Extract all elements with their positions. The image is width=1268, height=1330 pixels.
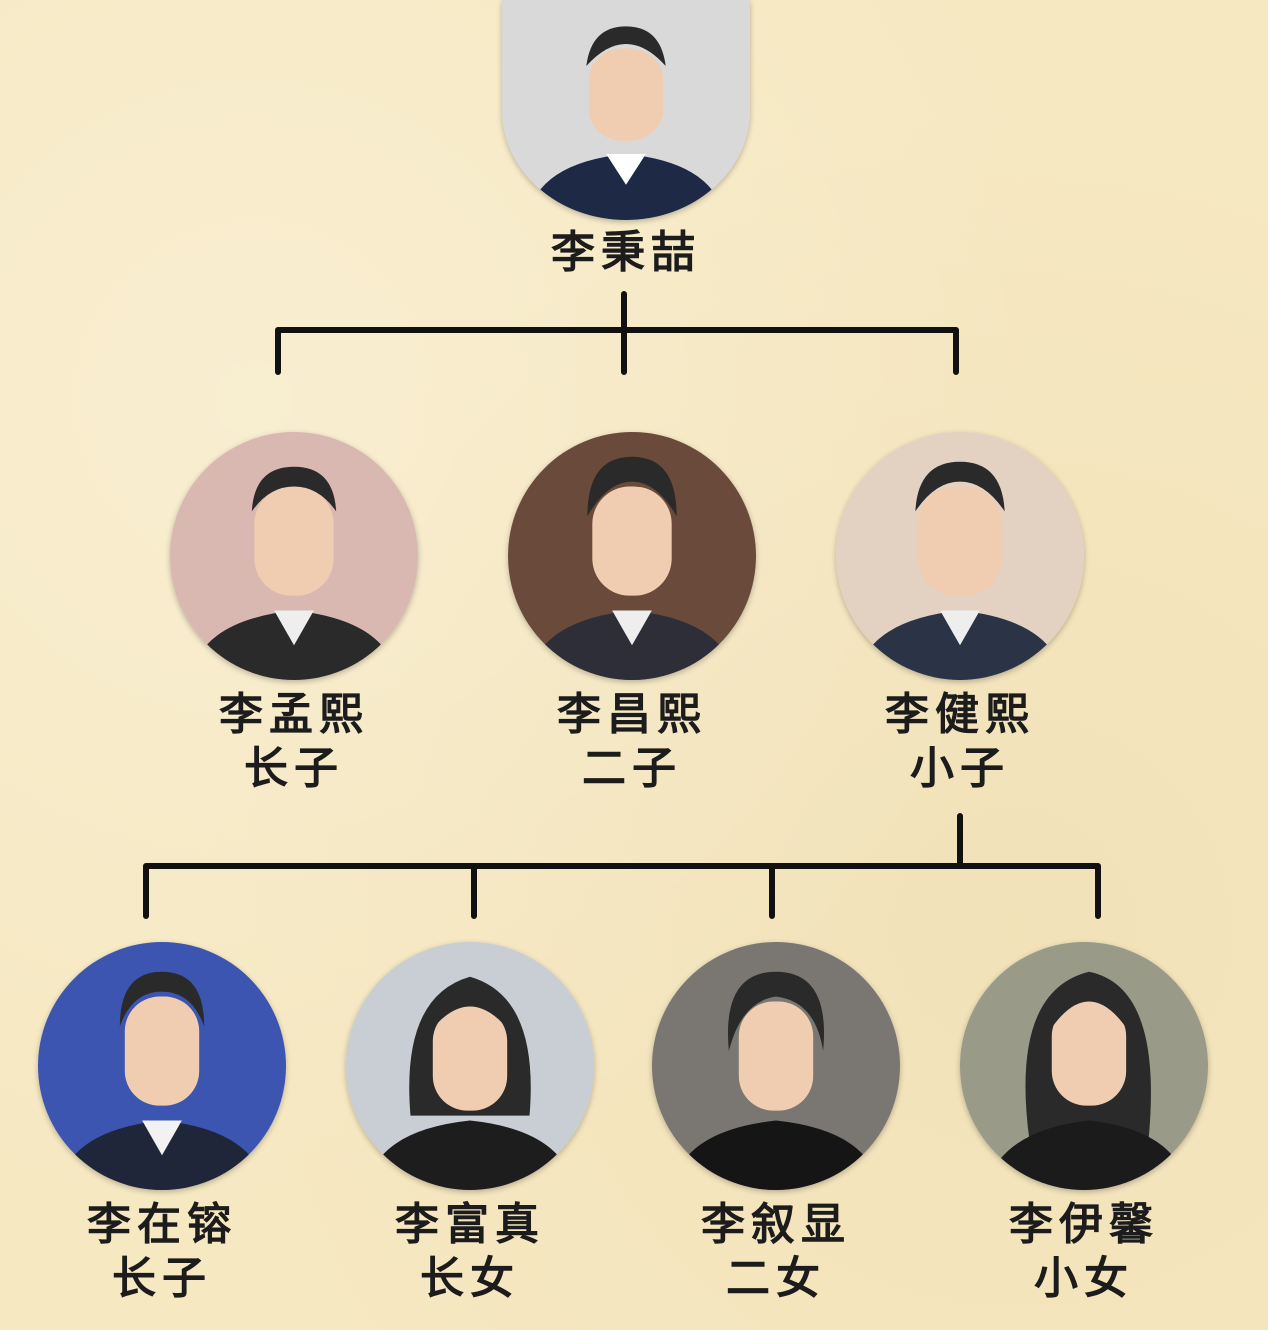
connector-root-to-children bbox=[275, 291, 959, 375]
connector-kunhee-to-grandchildren bbox=[143, 813, 1101, 919]
portrait-child-2 bbox=[508, 432, 756, 680]
person-icon bbox=[508, 432, 756, 680]
name-grandchild-1: 李在镕 bbox=[87, 1199, 237, 1250]
person-icon bbox=[346, 942, 594, 1190]
node-grandchild-4: 李伊馨 小女 bbox=[954, 942, 1214, 1306]
node-child-1: 李孟熙 长子 bbox=[164, 432, 424, 796]
name-child-3: 李健熙 bbox=[885, 689, 1035, 740]
portrait-root bbox=[502, 0, 750, 220]
portrait-grandchild-2 bbox=[346, 942, 594, 1190]
role-child-3: 小子 bbox=[910, 743, 1010, 794]
person-icon bbox=[836, 432, 1084, 680]
role-grandchild-3: 二女 bbox=[726, 1253, 826, 1304]
portrait-child-1 bbox=[170, 432, 418, 680]
role-child-2: 二子 bbox=[582, 743, 682, 794]
portrait-child-3 bbox=[836, 432, 1084, 680]
portrait-grandchild-1 bbox=[38, 942, 286, 1190]
node-grandchild-3: 李叙显 二女 bbox=[646, 942, 906, 1306]
name-child-1: 李孟熙 bbox=[219, 689, 369, 740]
person-icon bbox=[652, 942, 900, 1190]
person-icon bbox=[960, 942, 1208, 1190]
person-icon bbox=[170, 432, 418, 680]
name-child-2: 李昌熙 bbox=[557, 689, 707, 740]
node-grandchild-2: 李富真 长女 bbox=[340, 942, 600, 1306]
role-grandchild-1: 长子 bbox=[112, 1253, 212, 1304]
person-icon bbox=[502, 0, 750, 220]
role-child-1: 长子 bbox=[244, 743, 344, 794]
name-grandchild-2: 李富真 bbox=[395, 1199, 545, 1250]
person-icon bbox=[38, 942, 286, 1190]
node-child-3: 李健熙 小子 bbox=[830, 432, 1090, 796]
name-grandchild-4: 李伊馨 bbox=[1009, 1199, 1159, 1250]
name-root: 李秉喆 bbox=[551, 227, 701, 278]
portrait-grandchild-3 bbox=[652, 942, 900, 1190]
name-grandchild-3: 李叙显 bbox=[701, 1199, 851, 1250]
role-grandchild-2: 长女 bbox=[420, 1253, 520, 1304]
role-grandchild-4: 小女 bbox=[1034, 1253, 1134, 1304]
node-child-2: 李昌熙 二子 bbox=[502, 432, 762, 796]
portrait-grandchild-4 bbox=[960, 942, 1208, 1190]
node-grandchild-1: 李在镕 长子 bbox=[32, 942, 292, 1306]
node-root: 李秉喆 bbox=[496, 0, 756, 280]
